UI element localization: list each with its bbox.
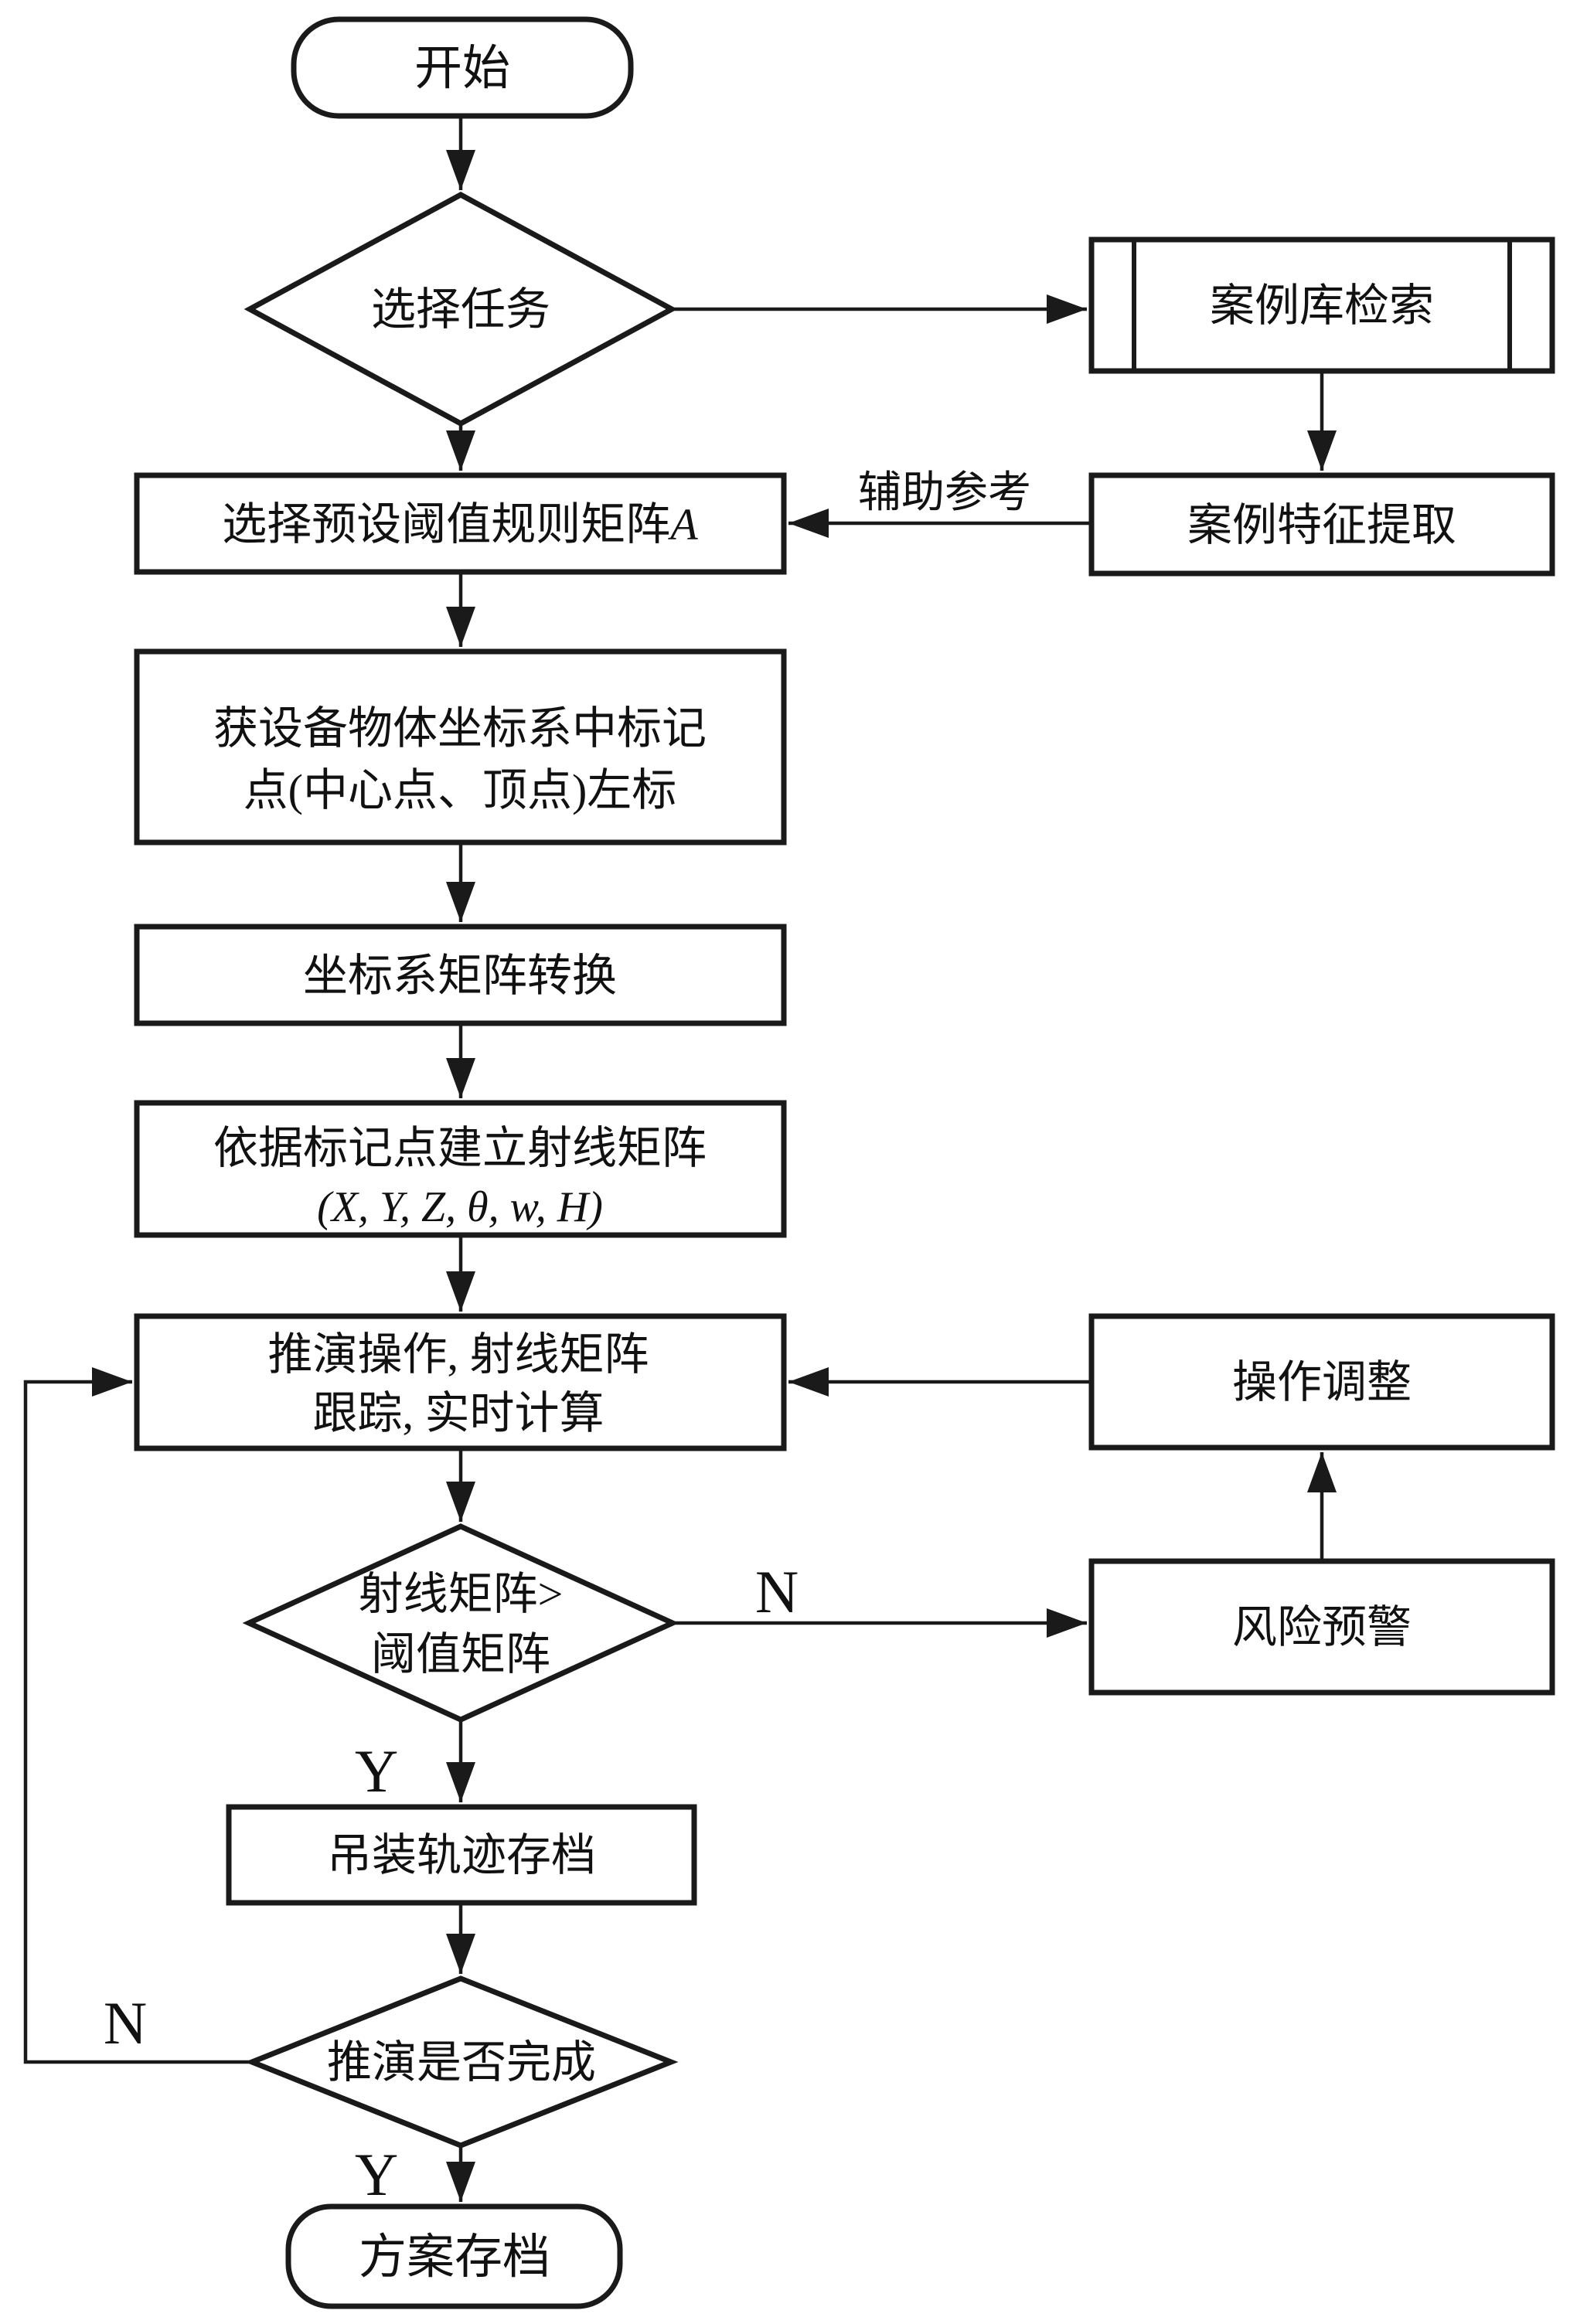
edge-labels: 辅助参考 N Y N Y — [104, 469, 1031, 2208]
adjust-label: 操作调整 — [1232, 1357, 1412, 1407]
select-task-decision-shape — [244, 192, 678, 427]
mark-points-line1: 获设备物体坐标系中标记 — [213, 703, 707, 754]
threshold-no-label: N — [755, 1558, 799, 1625]
simulate-line2: 跟踪, 实时计算 — [312, 1388, 604, 1438]
node-select-task: 选择任务 — [244, 192, 678, 427]
complete-check-decision-shape — [244, 1975, 679, 2149]
ray-matrix-line1: 依据标记点建立射线矩阵 — [213, 1123, 707, 1173]
case-feature-label: 案例特征提取 — [1187, 500, 1456, 550]
node-coord-transform: 坐标系矩阵转换 — [134, 924, 787, 1026]
select-task-label: 选择任务 — [371, 284, 550, 335]
complete-yes-label: Y — [355, 2141, 398, 2208]
node-trajectory: 吊装轨迹存档 — [226, 1804, 697, 1906]
edge-complete-check-no-loop-to-simulate — [23, 1367, 252, 2064]
threshold-check-decision-shape — [242, 1523, 679, 1723]
preset-threshold-shape — [134, 472, 787, 575]
simulate-shape — [134, 1313, 787, 1451]
node-start: 开始 — [291, 16, 634, 119]
end-terminator-shape — [285, 2203, 623, 2309]
ray-matrix-line2: (X, Y, Z, θ, w, H) — [317, 1183, 603, 1231]
coord-transform-label: 坐标系矩阵转换 — [303, 951, 617, 1001]
node-threshold-check: 射线矩阵> 阈值矩阵 — [242, 1523, 679, 1723]
complete-no-label: N — [104, 1989, 147, 2057]
case-retrieval-shape — [1088, 236, 1555, 374]
ray-matrix-shape — [134, 1100, 787, 1238]
preset-threshold-label-var: A — [667, 499, 698, 550]
aux-reference-label: 辅助参考 — [858, 469, 1031, 517]
preset-threshold-label-main: 选择预设阈值规则矩阵 — [222, 499, 670, 550]
preset-threshold-label: 选择预设阈值规则矩阵A — [222, 499, 698, 550]
simulate-line1: 推演操作, 射线矩阵 — [267, 1329, 649, 1380]
start-terminator-shape — [291, 16, 634, 119]
node-risk-warning: 风险预警 — [1088, 1558, 1555, 1696]
coord-transform-shape — [134, 924, 787, 1026]
threshold-check-line2: 阈值矩阵 — [371, 1629, 550, 1679]
node-ray-matrix: 依据标记点建立射线矩阵 (X, Y, Z, θ, w, H) — [134, 1100, 787, 1238]
mark-points-shape — [134, 648, 787, 846]
node-mark-points: 获设备物体坐标系中标记 点(中心点、顶点)左标 — [134, 648, 787, 846]
adjust-shape — [1088, 1313, 1555, 1451]
node-complete-check: 推演是否完成 — [244, 1975, 679, 2149]
node-adjust: 操作调整 — [1088, 1313, 1555, 1451]
risk-warning-label: 风险预警 — [1232, 1602, 1412, 1652]
trajectory-shape — [226, 1804, 697, 1906]
risk-warning-shape — [1088, 1558, 1555, 1696]
edges — [23, 116, 1337, 2202]
node-case-feature: 案例特征提取 — [1088, 472, 1555, 577]
node-end: 方案存档 — [285, 2203, 623, 2309]
threshold-yes-label: Y — [355, 1737, 398, 1805]
case-retrieval-label: 案例库检索 — [1210, 281, 1434, 331]
node-preset-threshold: 选择预设阈值规则矩阵A — [134, 472, 787, 575]
trajectory-label: 吊装轨迹存档 — [327, 1830, 596, 1880]
end-label: 方案存档 — [359, 2231, 550, 2284]
mark-points-line2: 点(中心点、顶点)左标 — [244, 765, 677, 815]
node-simulate: 推演操作, 射线矩阵 跟踪, 实时计算 — [134, 1313, 787, 1451]
node-case-retrieval: 案例库检索 — [1088, 236, 1555, 374]
complete-check-label: 推演是否完成 — [327, 2037, 596, 2088]
start-label: 开始 — [414, 43, 510, 95]
case-feature-shape — [1088, 472, 1555, 577]
threshold-check-line1: 射线矩阵> — [359, 1569, 564, 1619]
